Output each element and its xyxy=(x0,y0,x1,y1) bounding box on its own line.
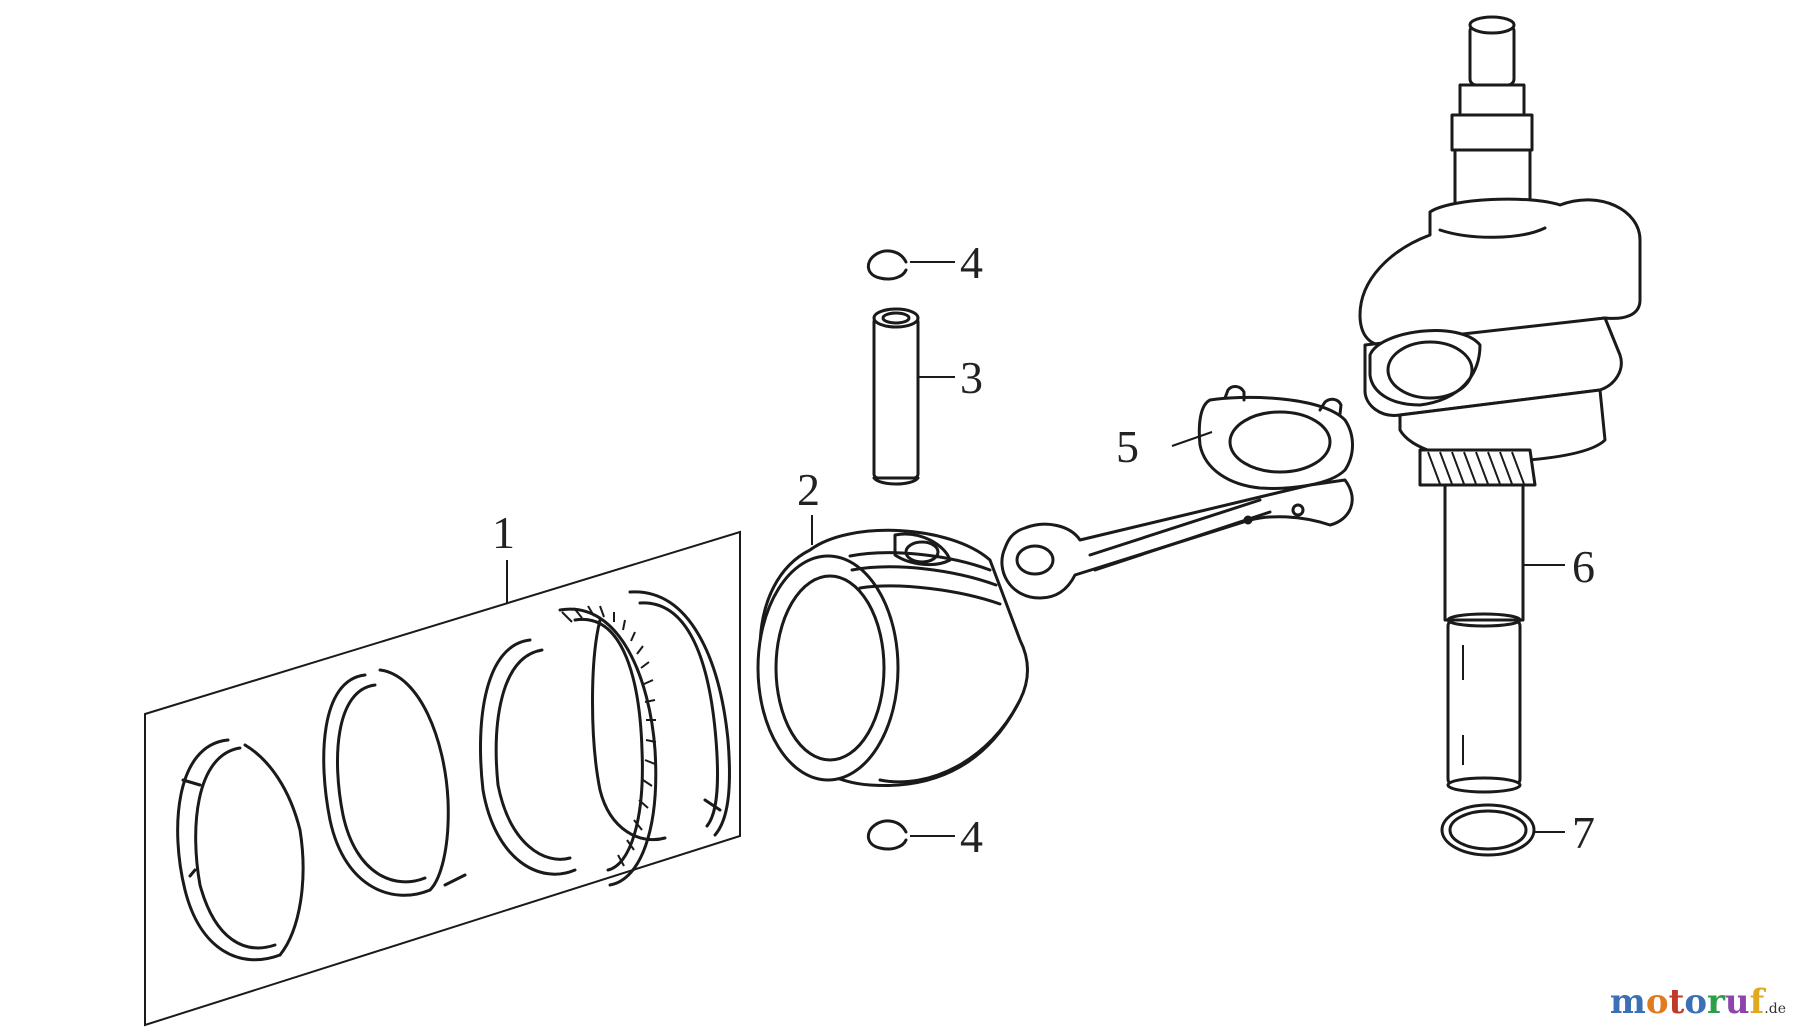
watermark-letter: m xyxy=(1609,982,1646,1022)
leader-line-5 xyxy=(1171,431,1213,447)
oil-control-ring xyxy=(479,605,658,887)
piston xyxy=(756,528,1029,788)
piston-ring xyxy=(322,668,467,897)
watermark-tld: .de xyxy=(1764,1001,1786,1017)
piston-ring xyxy=(176,738,305,962)
connecting-rod xyxy=(1000,385,1354,600)
callout-4-bottom: 4 xyxy=(960,811,983,862)
callout-4-top: 4 xyxy=(960,237,983,288)
watermark-logo: motoruf.de xyxy=(1610,982,1786,1022)
crankshaft-washer xyxy=(1440,803,1536,857)
leader-lines xyxy=(506,261,1565,837)
piston-ring-set xyxy=(144,530,741,1027)
callout-6: 6 xyxy=(1572,541,1595,592)
watermark-letter: u xyxy=(1724,982,1750,1022)
piston-ring xyxy=(591,590,731,842)
circlip-bottom xyxy=(866,819,908,851)
callout-2: 2 xyxy=(797,464,820,515)
callout-3: 3 xyxy=(960,352,983,403)
callout-1: 1 xyxy=(492,507,515,558)
watermark-letter: o xyxy=(1645,982,1669,1022)
crankshaft xyxy=(1358,15,1642,794)
piston-pin xyxy=(872,307,920,486)
circlip-top xyxy=(866,249,908,281)
ring-set-frame xyxy=(144,530,741,1027)
watermark-letter: r xyxy=(1707,982,1725,1022)
callout-5: 5 xyxy=(1116,421,1139,472)
callout-labels: 1 2 3 4 4 5 6 7 xyxy=(492,237,1595,862)
watermark-letter: f xyxy=(1749,982,1765,1022)
watermark-letter: t xyxy=(1668,982,1685,1022)
watermark-letter: o xyxy=(1684,982,1707,1022)
callout-7: 7 xyxy=(1572,807,1595,858)
